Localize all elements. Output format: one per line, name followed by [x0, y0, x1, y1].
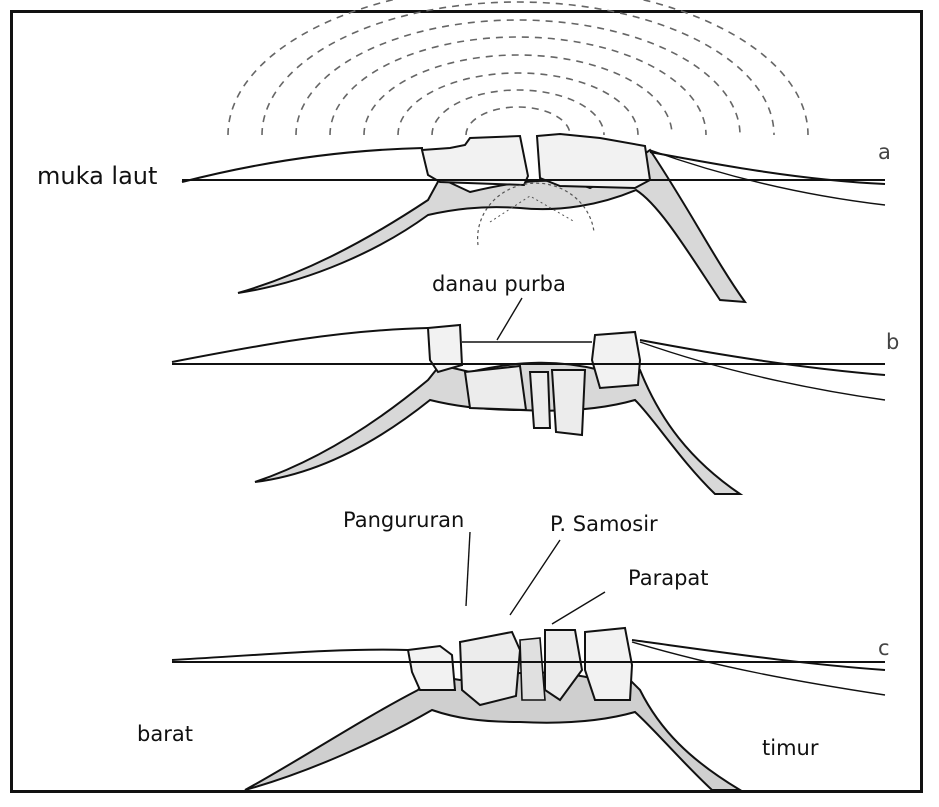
samosir-label: P. Samosir	[550, 512, 658, 536]
ancient-lake-label: danau purba	[432, 272, 566, 296]
west-label: barat	[137, 722, 193, 746]
dome-dashed-arcs	[228, 0, 808, 135]
east-label: timur	[762, 736, 818, 760]
stage-b-cross-section	[172, 298, 885, 494]
pangururan-label: Pangururan	[343, 508, 464, 532]
stage-b-letter: b	[886, 330, 899, 354]
stage-c-letter: c	[878, 636, 890, 660]
stage-a-letter: a	[878, 140, 891, 164]
parapat-label: Parapat	[628, 566, 709, 590]
sea-level-label: muka laut	[37, 162, 157, 190]
